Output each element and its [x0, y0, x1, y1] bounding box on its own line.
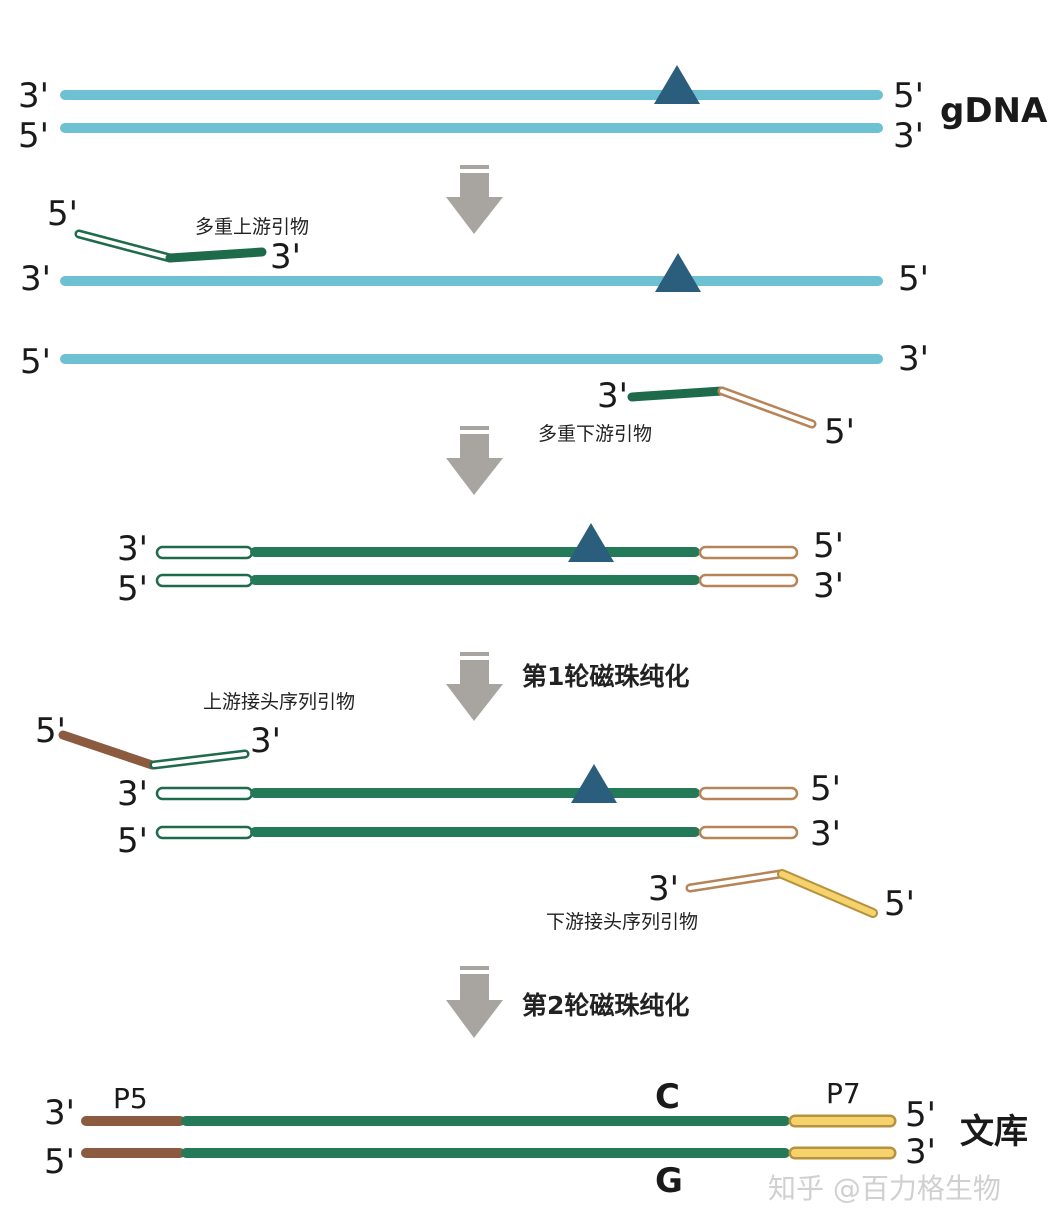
downstream-adapter-label: 下游接头序列引物 [546, 911, 698, 933]
upstream-tail-bottom [155, 825, 254, 840]
p5-label: P5 [113, 1082, 148, 1115]
downstream-primer-5-end: 5' [824, 412, 855, 452]
downstream-tail-top [698, 786, 799, 801]
upstream-primer-5-end: 5' [47, 194, 78, 234]
bottom-right-end: 3' [898, 339, 929, 379]
upstream-adapter-5-end: 5' [35, 711, 66, 751]
upstream-adapter-label: 上游接头序列引物 [203, 691, 355, 713]
bottom-right-end: 3' [905, 1132, 936, 1172]
gdna-bottom-left-end: 5' [18, 116, 49, 156]
p5-adapter-tail [58, 730, 157, 770]
downstream-adapter-5-end: 5' [884, 884, 915, 924]
top-base-label: C [655, 1077, 680, 1117]
upstream-adapter-3-end: 3' [250, 721, 281, 761]
top-right-end: 5' [813, 526, 844, 566]
amplicon-section: 3' 5' 5' 3' [117, 523, 844, 609]
process-arrow [446, 165, 503, 234]
mutation-triangle [568, 523, 614, 562]
mutation-triangle [571, 764, 617, 803]
process-arrow [446, 652, 503, 721]
purification-step-2-label: 第2轮磁珠纯化 [522, 991, 689, 1020]
library-section: P5 P7 C G 3' 5' 5' 3' 文库 [44, 1077, 1028, 1201]
bottom-left-end: 5' [44, 1142, 75, 1182]
bottom-left-end: 5' [20, 342, 51, 382]
top-left-end: 3' [117, 529, 148, 569]
mutation-triangle [655, 253, 701, 292]
adapter-annealing-section: 上游接头序列引物 5' 3' 3' 5' 5' 3' 3' 5' 下游接头序列引… [35, 691, 915, 933]
upstream-tail-top [155, 786, 254, 801]
downstream-primer-3-end: 3' [597, 376, 628, 416]
upstream-primer-3-end: 3' [270, 237, 301, 277]
primer-annealing-section: 5' 3' 多重上游引物 3' 5' 5' 3' 3' 5' 多重下游引物 [20, 194, 929, 452]
bottom-left-end: 5' [117, 821, 148, 861]
downstream-primer-binding [627, 386, 727, 402]
watermark: 知乎 @百力格生物 [768, 1172, 1001, 1205]
gdna-top-left-end: 3' [18, 76, 49, 116]
downstream-tail-top [698, 545, 799, 560]
downstream-primer-label: 多重下游引物 [538, 423, 652, 445]
bottom-right-end: 3' [813, 566, 844, 606]
downstream-adapter-3-end: 3' [648, 869, 679, 909]
process-arrow [446, 966, 503, 1038]
purification-step-1-label: 第1轮磁珠纯化 [522, 662, 689, 691]
mutation-triangle [654, 65, 700, 104]
top-left-end: 3' [20, 259, 51, 299]
top-right-end: 5' [810, 769, 841, 809]
process-arrow [446, 426, 503, 495]
top-left-end: 3' [44, 1093, 75, 1133]
top-right-end: 5' [905, 1095, 936, 1135]
bottom-base-label: G [655, 1161, 683, 1201]
gdna-top-right-end: 5' [893, 76, 924, 116]
gdna-section: 3' 5' 5' 3' gDNA [18, 65, 1048, 156]
upstream-tail-top [155, 545, 254, 560]
p7-label: P7 [826, 1077, 861, 1110]
gdna-bottom-right-end: 3' [893, 116, 924, 156]
upstream-primer-binding [165, 247, 267, 263]
upstream-primer-label: 多重上游引物 [195, 216, 309, 238]
downstream-tail-bottom [698, 825, 799, 840]
bottom-right-end: 3' [810, 814, 841, 854]
top-left-end: 3' [117, 774, 148, 814]
upstream-tail-bottom [155, 573, 254, 588]
library-label: 文库 [960, 1112, 1028, 1152]
gdna-label: gDNA [940, 91, 1048, 131]
top-right-end: 5' [898, 259, 929, 299]
bottom-left-end: 5' [117, 569, 148, 609]
downstream-tail-bottom [698, 573, 799, 588]
